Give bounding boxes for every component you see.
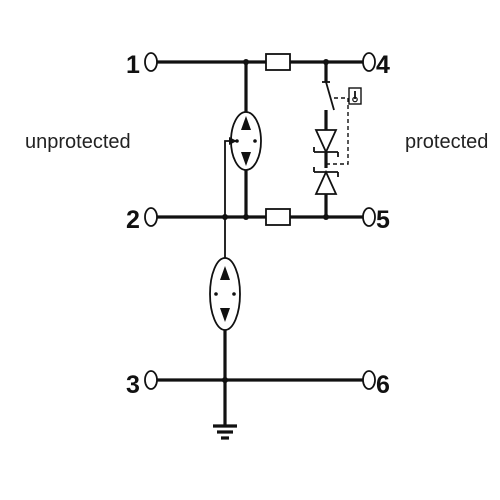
terminal-5 xyxy=(362,207,376,227)
terminal-2-label: 2 xyxy=(126,206,140,234)
junction-node xyxy=(323,59,329,65)
terminal-4-label: 4 xyxy=(376,51,390,79)
tvs-diode-lower xyxy=(313,167,339,195)
gas-discharge-tube-2 xyxy=(209,257,241,331)
terminal-5-label: 5 xyxy=(376,206,390,234)
junction-node xyxy=(243,59,249,65)
terminal-6-label: 6 xyxy=(376,371,390,399)
series-impedance-top xyxy=(265,53,291,71)
junction-node xyxy=(323,214,329,220)
terminal-6 xyxy=(362,370,376,390)
junction-node xyxy=(222,377,228,383)
terminal-3-label: 3 xyxy=(126,371,140,399)
terminal-3 xyxy=(144,370,158,390)
thermal-fuse-icon xyxy=(348,87,362,105)
terminal-4 xyxy=(362,52,376,72)
terminal-1-label: 1 xyxy=(126,51,140,79)
ground-icon xyxy=(213,380,237,440)
junction-node xyxy=(243,214,249,220)
thermal-coupling-dashed xyxy=(326,97,349,165)
thermal-switch xyxy=(325,81,335,111)
junction-node xyxy=(222,214,228,220)
unprotected-label: unprotected xyxy=(25,131,131,153)
terminal-2 xyxy=(144,207,158,227)
terminal-1 xyxy=(144,52,158,72)
series-impedance-bottom xyxy=(265,208,291,226)
gdt1-center-arrow xyxy=(229,137,237,145)
protected-label: protected xyxy=(405,131,488,153)
